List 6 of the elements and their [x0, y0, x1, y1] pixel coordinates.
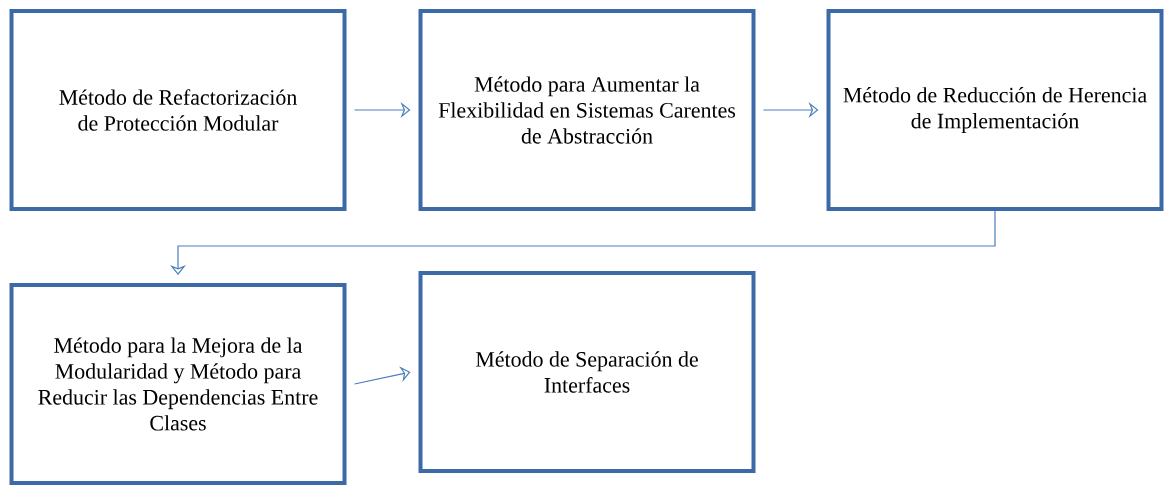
process-box: Método de Separación de Interfaces	[418, 271, 756, 473]
process-box: Método de Reducción de Herencia de Implementación	[826, 9, 1164, 211]
process-box: Método para la Mejora de la Modularidad y Método para Reducir las Dependencias Entre Clases	[9, 283, 347, 485]
process-box: Método de Refactorización de Protección Modular	[9, 9, 347, 211]
process-box: Método para Aumentar la Flexibilidad en Sistemas Carentes de Abstracción	[418, 9, 756, 211]
arrow	[353, 366, 411, 385]
